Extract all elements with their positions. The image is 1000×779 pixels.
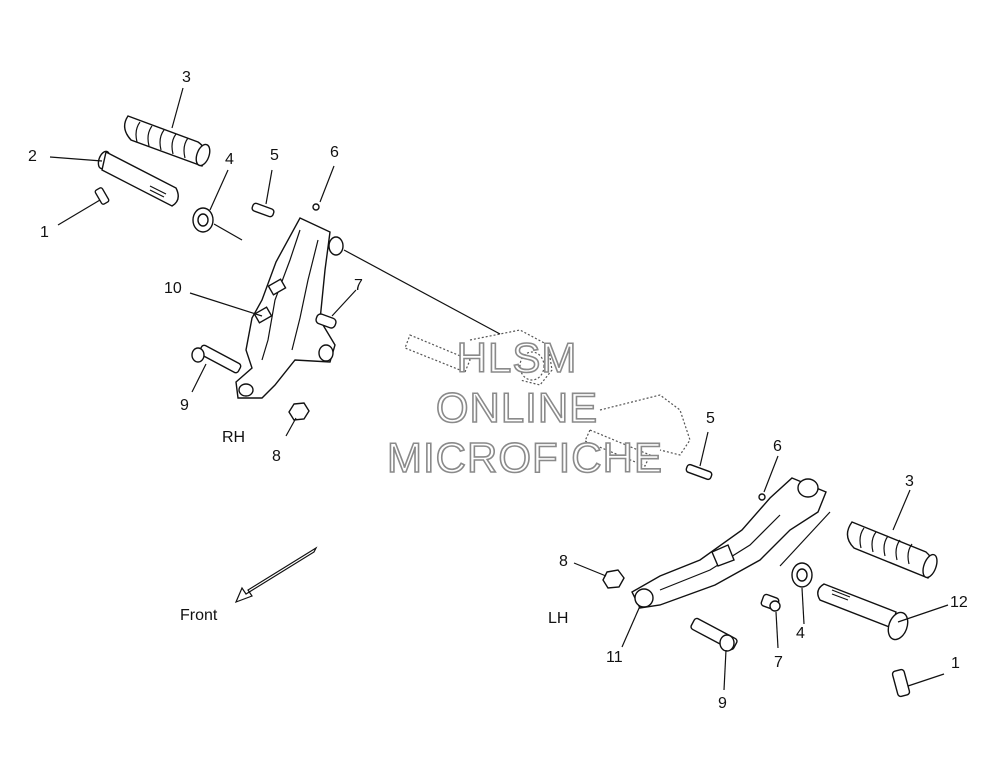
- label-rh: RH: [222, 429, 245, 446]
- callout-lh-6: 6: [773, 438, 782, 455]
- callout-rh-7: 7: [354, 277, 363, 294]
- callout-lh-11: 11: [606, 649, 623, 666]
- callout-lh-3: 3: [905, 473, 914, 490]
- callout-rh-8: 8: [272, 448, 281, 465]
- callout-lh-9: 9: [718, 695, 727, 712]
- callout-rh-10: 10: [164, 280, 182, 297]
- watermark-line2: ONLINE: [436, 384, 598, 431]
- lh-bolt-9: [690, 617, 738, 652]
- callout-lh-12: 12: [950, 594, 968, 611]
- ghost-assembly: [404, 329, 691, 467]
- rh-nut: [288, 402, 310, 421]
- callout-lh-8: 8: [559, 553, 568, 570]
- rh-clip: [94, 187, 110, 205]
- callout-lh-4: 4: [796, 625, 805, 642]
- callout-lh-5: 5: [706, 410, 715, 427]
- callout-rh-9: 9: [180, 397, 189, 414]
- lh-shift-lever: [631, 477, 827, 609]
- lh-pin-5: [685, 463, 713, 481]
- rh-bolt: [191, 344, 242, 374]
- callout-rh-4: 4: [225, 151, 234, 168]
- lh-footpeg-rubber: [846, 521, 938, 579]
- leaders: [49, 87, 949, 691]
- callout-rh-3: 3: [182, 69, 191, 86]
- watermark-line1: HLSM: [457, 334, 578, 381]
- callout-rh-6: 6: [330, 144, 339, 161]
- callout-rh-5: 5: [270, 147, 279, 164]
- rh-footpeg-rubber: [123, 115, 211, 167]
- rh-to-ghost-leader: [343, 249, 501, 335]
- rh-bracket: [235, 217, 344, 399]
- rh-pin-5: [251, 202, 275, 218]
- rh-washer: [192, 207, 214, 233]
- watermark-line3: MICROFICHE: [387, 434, 663, 481]
- callout-rh-2: 2: [28, 148, 37, 165]
- rh-ring-6: [312, 203, 320, 211]
- lh-ring-6: [758, 493, 766, 501]
- callout-rh-1: 1: [40, 224, 49, 241]
- watermark: HLSM ONLINE MICROFICHE: [386, 333, 663, 482]
- front-arrow: [234, 546, 318, 604]
- label-lh: LH: [548, 610, 568, 627]
- lh-bolt-7: [760, 593, 781, 612]
- callout-lh-7: 7: [774, 654, 783, 671]
- rh-footpeg-pin: [97, 150, 179, 207]
- callout-lh-1: 1: [951, 655, 960, 672]
- lh-washer: [791, 562, 813, 588]
- lh-footpeg-pin: [817, 583, 909, 641]
- lh-clip: [891, 668, 911, 698]
- lh-nut: [602, 569, 625, 589]
- front-label: Front: [180, 607, 218, 624]
